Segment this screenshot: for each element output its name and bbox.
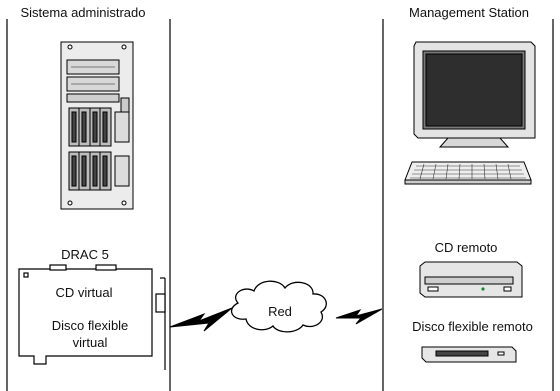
keyboard-icon	[404, 161, 532, 185]
network-cloud-icon	[230, 280, 327, 333]
network-label: Red	[268, 304, 292, 319]
managed-system-frame	[6, 19, 171, 391]
remote-cd-label: CD remoto	[434, 240, 498, 255]
management-station-frame	[382, 19, 554, 391]
virtual-cd-label: CD virtual	[55, 285, 113, 300]
cd-drive-icon	[419, 261, 523, 298]
management-station-title: Management Station	[409, 5, 529, 20]
virtual-floppy-label-line2: virtual	[72, 335, 108, 350]
virtual-floppy-label-line1: Disco flexible	[51, 318, 129, 333]
drac5-label: DRAC 5	[61, 247, 109, 262]
remote-floppy-label: Disco flexible remoto	[412, 319, 533, 334]
managed-system-title: Sistema administrado	[20, 5, 146, 20]
monitor-icon	[413, 41, 536, 148]
drac5-card-icon	[18, 264, 166, 370]
network-link-left	[169, 307, 233, 332]
network-link-right	[335, 308, 383, 325]
tower-server-icon	[60, 41, 134, 210]
floppy-drive-icon	[421, 346, 517, 363]
